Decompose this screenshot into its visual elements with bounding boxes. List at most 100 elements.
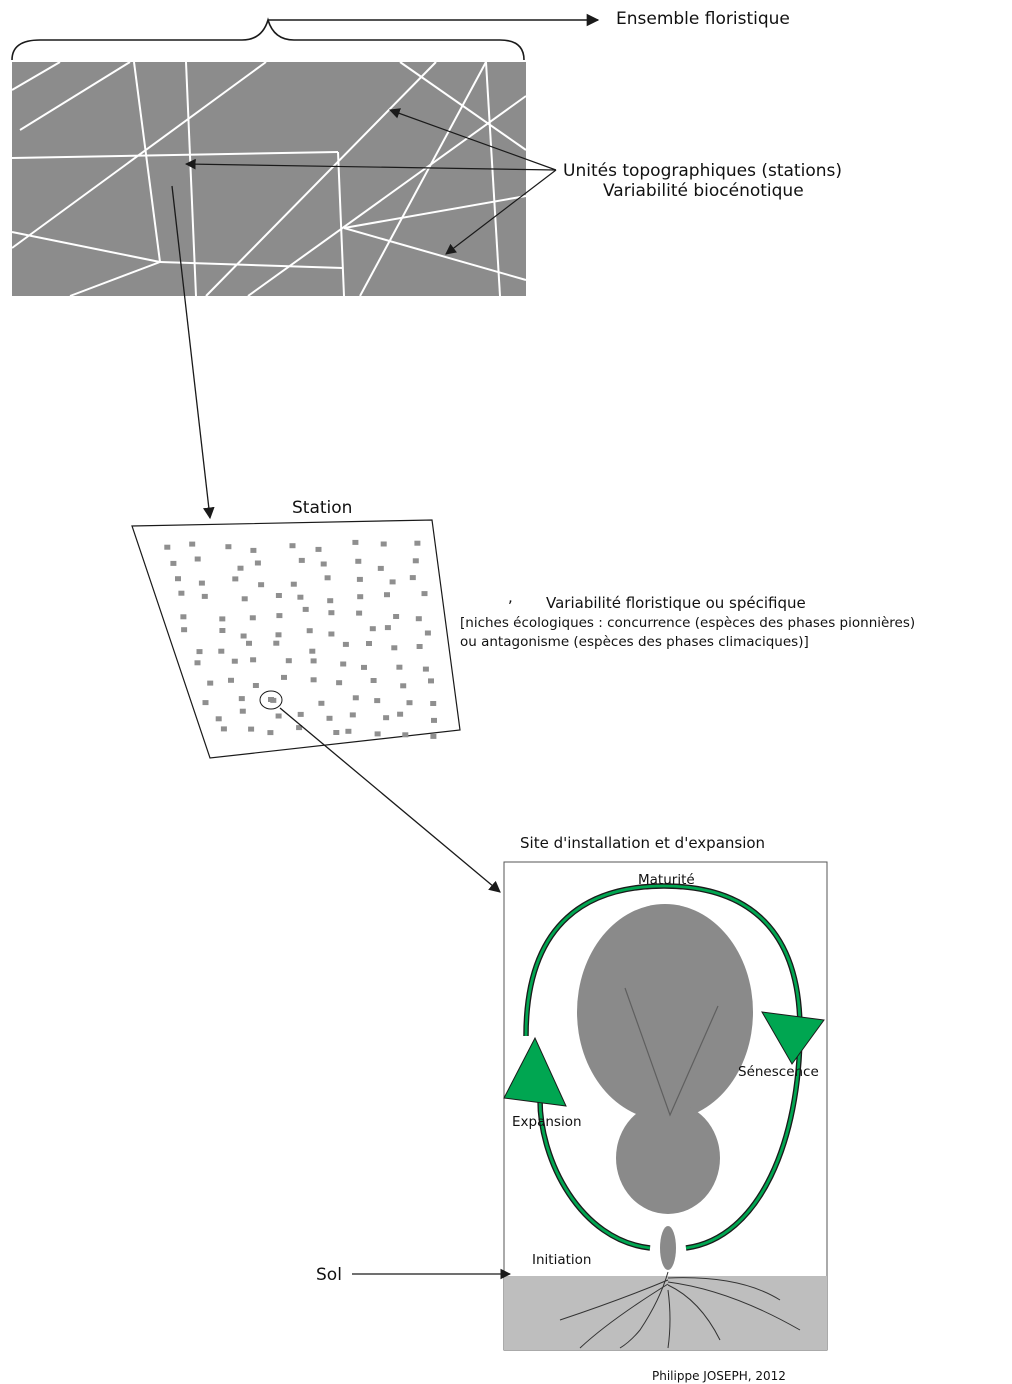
species-dot (356, 576, 363, 582)
species-dot (285, 658, 292, 664)
ensemble-label: Ensemble floristique (616, 9, 790, 29)
species-dot (430, 701, 437, 706)
species-dot (416, 644, 423, 649)
species-dot (377, 565, 384, 571)
species-dot (258, 582, 265, 588)
initiation-label: Initiation (532, 1252, 591, 1268)
species-dot (225, 544, 232, 550)
species-dot (389, 579, 396, 585)
species-dot (290, 581, 297, 587)
species-dot (431, 717, 437, 723)
species-dot (324, 575, 331, 581)
species-dot (194, 556, 201, 562)
variabilite-bio-label: Variabilité biocénotique (603, 181, 804, 201)
species-dot (175, 576, 181, 582)
sol-label: Sol (316, 1265, 342, 1285)
landscape-block (12, 62, 526, 296)
species-dot (345, 728, 352, 734)
maturite-label: Maturité (638, 872, 695, 888)
species-dot (328, 610, 335, 616)
species-dot (309, 648, 316, 654)
topographic-unit-boundaries (11, 61, 527, 297)
species-dot (252, 683, 259, 688)
species-dot (201, 593, 208, 599)
species-dot (415, 616, 422, 622)
species-dot (396, 664, 403, 670)
comma-mark: , (508, 588, 513, 606)
station-plot (131, 519, 461, 759)
species-dot (402, 732, 409, 738)
species-dot (302, 606, 309, 612)
species-dot (250, 657, 257, 663)
ensemble-brace (11, 17, 525, 61)
variabilite-floristique-label: Variabilité floristique ou spécifique (546, 594, 806, 612)
species-dot (366, 641, 372, 646)
species-dot (194, 660, 201, 666)
species-dot (170, 560, 177, 566)
site-label: Site d'installation et d'expansion (520, 834, 765, 852)
expansion-label: Expansion (512, 1114, 582, 1130)
plant-branch (624, 987, 719, 1117)
station-label: Station (292, 498, 352, 518)
station-to-site-arrow (279, 707, 501, 893)
niches-line-2: ou antagonisme (espèces des phases clima… (460, 634, 809, 650)
species-dot (361, 664, 367, 670)
species-dot (297, 711, 304, 717)
species-dot (397, 711, 404, 717)
species-dot (297, 594, 304, 600)
species-dot (320, 561, 327, 567)
plant-body (577, 904, 753, 1270)
species-dot (310, 677, 317, 683)
species-dot (231, 658, 238, 664)
species-dot (281, 674, 287, 680)
species-dot (202, 700, 209, 706)
species-dot (181, 627, 188, 633)
species-dot (349, 712, 356, 718)
species-dot (383, 715, 390, 721)
species-dot (220, 726, 227, 732)
species-dot (370, 678, 377, 683)
species-dot (315, 546, 322, 552)
species-dot (232, 576, 239, 582)
species-dot (298, 557, 305, 563)
soil-layer (504, 1276, 827, 1350)
species-dot (422, 666, 429, 672)
species-dot (393, 614, 400, 619)
species-dot (207, 680, 214, 686)
species-dot (357, 594, 364, 600)
species-dot (326, 715, 333, 721)
species-dot (391, 645, 398, 651)
credit-label: Philippe JOSEPH, 2012 (652, 1369, 786, 1383)
species-dot (400, 683, 407, 689)
species-dot (374, 698, 381, 704)
species-dot (276, 613, 283, 619)
species-dot (249, 615, 256, 621)
station-species-dots (164, 539, 437, 739)
species-dot (336, 680, 343, 686)
species-dot (237, 565, 244, 571)
species-dot (248, 726, 255, 732)
plant-crown (577, 904, 753, 1120)
species-dot (275, 593, 282, 598)
species-dot (306, 628, 313, 634)
species-dot (164, 544, 171, 550)
species-dot (327, 598, 334, 604)
species-dot (289, 543, 296, 549)
species-dot (246, 640, 252, 646)
species-dot (406, 700, 413, 706)
species-dot (412, 558, 419, 564)
species-dot (409, 575, 416, 581)
species-dot (219, 616, 226, 622)
species-dot (241, 596, 248, 602)
species-dot (384, 625, 391, 631)
species-dot (424, 630, 431, 636)
senescence-label: Sénescence (738, 1064, 819, 1080)
species-dot (240, 633, 247, 639)
species-dot (178, 590, 185, 596)
expansion-arrow-icon (503, 1036, 567, 1107)
species-dot (380, 541, 387, 547)
senescence-arrow-icon (761, 1011, 825, 1065)
species-dot (352, 695, 359, 701)
species-dot (428, 678, 434, 684)
